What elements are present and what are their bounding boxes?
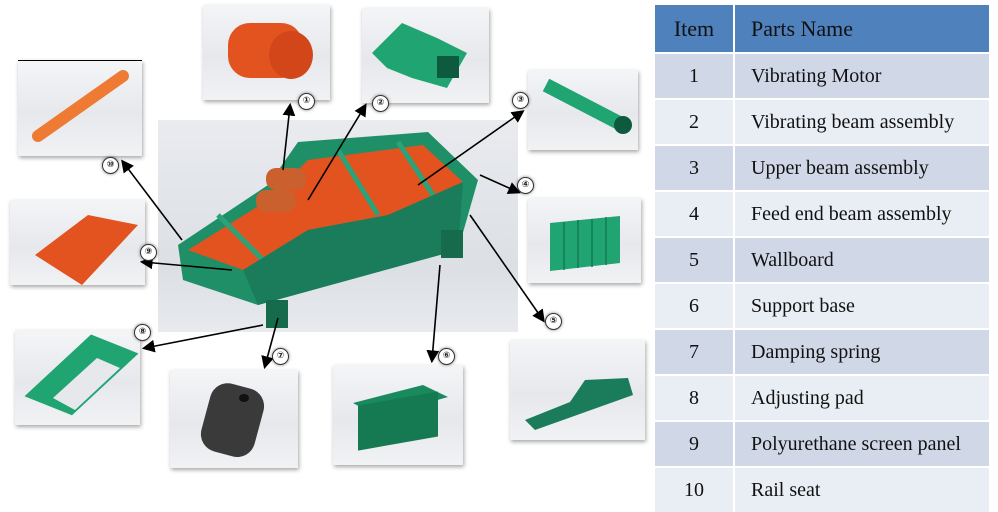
callout-9: ⑨ [140,244,157,261]
item-number: 10 [655,466,735,512]
vibrating-screen-icon [178,132,478,328]
callout-6: ⑥ [438,348,455,365]
part-image-feed-end-beam [510,340,645,440]
callout-1: ① [298,93,315,110]
item-number: 6 [655,282,735,329]
damping-spring-icon [200,383,265,458]
item-number: 7 [655,328,735,375]
vibrating-beam-icon [372,23,467,88]
header-parts-name: Parts Name [734,5,991,53]
part-image-wallboard [528,198,641,283]
part-name: Vibrating beam assembly [734,98,991,145]
item-number: 9 [655,420,735,467]
callout-4: ④ [517,177,534,194]
part-image-rail-seat [18,60,142,156]
part-image-vibrating-beam [362,8,489,103]
part-name: Support base [734,282,991,329]
item-number: 8 [655,374,735,421]
wallboard-icon [550,216,620,271]
part-name: Feed end beam assembly [734,190,991,237]
leader-arrows [121,102,545,370]
part-name: Vibrating Motor [734,52,991,99]
callout-7: ⑦ [272,348,289,365]
item-number: 2 [655,98,735,145]
screen-panel-icon [35,215,138,285]
part-image-support-base [333,365,463,465]
support-base-icon [353,385,448,451]
part-name: Damping spring [734,328,991,375]
part-name: Upper beam assembly [734,144,991,191]
item-number: 3 [655,144,735,191]
header-item: Item [655,5,735,53]
part-name: Adjusting pad [734,374,991,421]
table-header-row: Item Parts Name [655,5,991,53]
upper-beam-icon [542,78,632,134]
callout-3: ③ [512,92,529,109]
adjusting-pad-icon [24,334,139,416]
item-number: 4 [655,190,735,237]
part-image-upper-beam [528,70,638,150]
part-image-screen-panel [10,200,145,285]
callout-5: ⑤ [545,313,562,330]
item-number: 1 [655,52,735,99]
item-number: 5 [655,236,735,283]
part-name: Rail seat [734,466,991,512]
callout-8: ⑧ [134,324,151,341]
feed-end-beam-icon [525,378,633,430]
vibrating-motor-icon [228,23,313,79]
part-name: Wallboard [734,236,991,283]
part-name: Polyurethane screen panel [734,420,991,467]
part-image-vibrating-motor [203,5,330,100]
rail-seat-icon [32,70,129,142]
callout-10: ⑩ [102,157,119,174]
exploded-parts-diagram: ① ② ③ ④ ⑤ ⑥ ⑦ ⑧ ⑨ ⑩ [10,5,645,468]
part-image-damping-spring [170,370,298,468]
main-machine-image [158,120,518,332]
part-image-adjusting-pad [15,330,140,425]
callout-2: ② [372,95,389,112]
